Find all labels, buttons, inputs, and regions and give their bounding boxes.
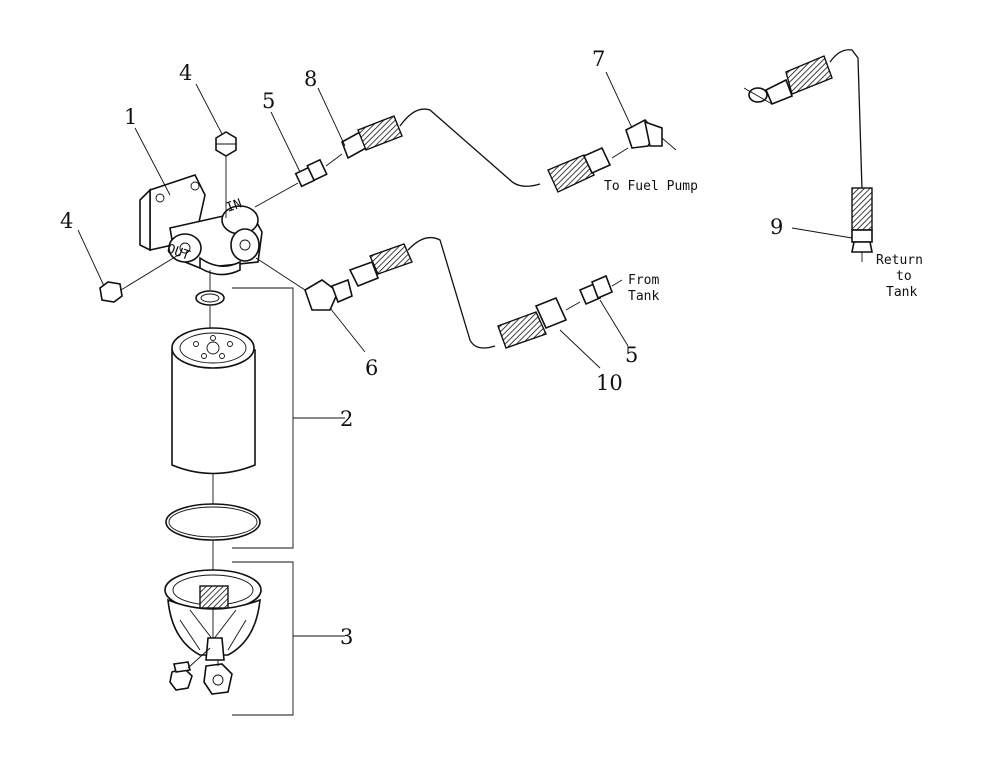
callout-5-upper: 5 — [262, 89, 275, 113]
callout-5-lower: 5 — [625, 343, 638, 367]
note-return-3: Tank — [886, 285, 917, 300]
hose-from-tank — [255, 236, 581, 349]
note-return-2: to — [896, 269, 912, 284]
seal-ring-large — [165, 503, 261, 570]
return-line — [743, 49, 873, 262]
drain-plug — [169, 647, 211, 691]
hose-to-fuel-pump — [325, 108, 629, 193]
callout-8: 8 — [304, 67, 317, 91]
filter-cartridge — [171, 327, 256, 506]
callout-4-top: 4 — [179, 61, 192, 85]
seal-ring-small — [195, 270, 225, 330]
bolt-top — [215, 131, 237, 218]
callout-2: 2 — [340, 407, 353, 431]
note-to-fuel-pump: To Fuel Pump — [604, 179, 698, 194]
note-from-tank-2: Tank — [628, 289, 659, 304]
adapter-fitting-upper — [254, 158, 328, 208]
filter-head: IN OUT — [139, 174, 263, 276]
callout-7: 7 — [592, 47, 605, 71]
flow-notes: To Fuel Pump From Tank Return to Tank — [604, 179, 923, 304]
adapter-fitting-lower — [578, 274, 623, 306]
callout-4-left: 4 — [60, 209, 73, 233]
callout-6: 6 — [365, 356, 378, 380]
elbow-fitting-7 — [625, 119, 677, 151]
in-port-mark: IN — [224, 196, 244, 215]
note-return-1: Return — [876, 253, 923, 268]
callout-1: 1 — [124, 105, 137, 129]
callout-labels: 1 2 3 4 4 5 5 6 7 8 9 10 — [60, 47, 783, 649]
callout-9: 9 — [770, 215, 783, 239]
callout-10: 10 — [596, 371, 623, 395]
leader-lines — [77, 71, 853, 369]
callout-3: 3 — [340, 625, 353, 649]
water-separator-bowl — [164, 569, 262, 695]
group-brackets — [232, 287, 345, 716]
bolt-left — [99, 253, 181, 303]
note-from-tank-1: From — [628, 273, 659, 288]
